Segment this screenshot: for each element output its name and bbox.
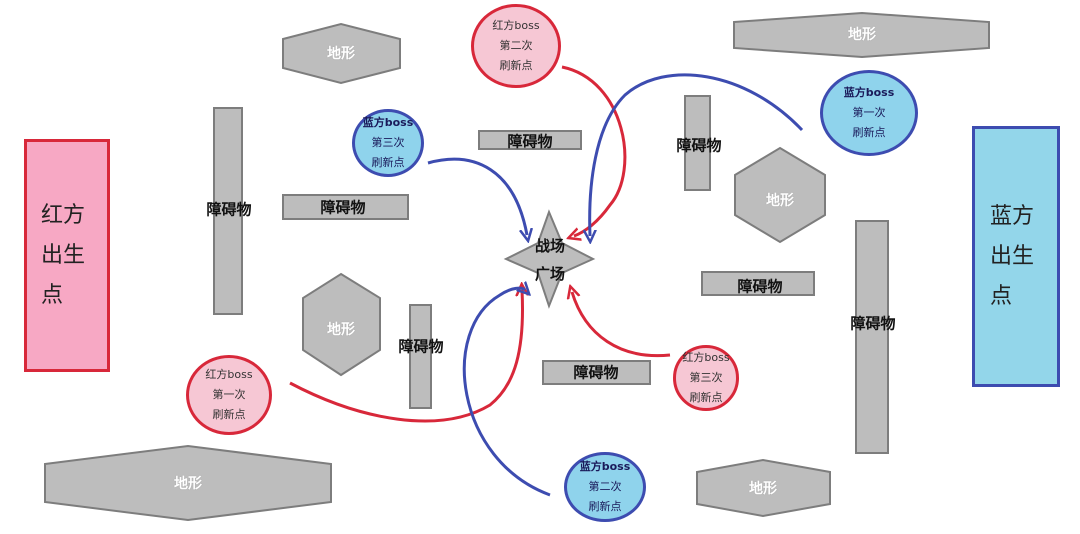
obstacle-left-vertical [213,107,243,315]
obstacle-label: 障碍物 [737,277,783,296]
boss-name: 蓝方boss [362,116,414,129]
obstacle-label: 障碍物 [850,314,896,333]
blue-spawn-line-2: 出生 [990,243,1035,269]
obstacle-right-vertical-small [684,95,711,191]
terrain-label: 地形 [848,27,876,43]
red-spawn-line-3: 点 [41,282,64,308]
boss-name: 蓝方boss [579,460,631,473]
obstacle-top-center [478,130,582,150]
plaza-star [503,209,596,309]
terrain-top-left [282,22,401,85]
boss-order: 第二次 [588,480,622,493]
terrain-label: 地形 [327,46,355,62]
boss-name: 红方boss [205,368,253,381]
obstacle-label: 障碍物 [398,337,444,356]
obstacle-bottom-center [542,360,651,385]
arrow-red-boss-3 [572,292,671,358]
boss-point: 刷新点 [499,59,533,72]
blue-spawn-zone: 蓝方 出生 点 [972,126,1060,387]
arrow-blue-boss-2 [462,288,551,497]
boss-order: 第一次 [212,388,246,401]
terrain-label: 地形 [766,193,794,209]
terrain-label: 地形 [749,481,777,497]
blue-boss-spawn-2: 蓝方boss 第二次 刷新点 [564,452,646,522]
blue-spawn-line-3: 点 [990,283,1013,309]
obstacle-center-vertical [409,304,432,409]
arrow-blue-boss-3 [427,157,527,235]
terrain-label: 地形 [174,476,202,492]
obstacle-left-horizontal [282,194,409,220]
terrain-hex-right [734,146,826,244]
boss-point: 刷新点 [371,156,405,169]
arrow-red-boss-2 [561,65,627,236]
boss-order: 第二次 [499,39,533,52]
boss-name: 蓝方boss [843,86,895,99]
boss-order: 第三次 [689,371,723,384]
boss-point: 刷新点 [212,408,246,421]
boss-name: 红方boss [682,351,730,364]
terrain-bottom-right [696,458,831,518]
plaza-label: 战场 广场 [535,232,565,288]
terrain-bottom-left [44,444,332,522]
plaza-label-line-1: 战场 [534,237,566,255]
obstacle-label: 障碍物 [573,363,619,382]
boss-point: 刷新点 [852,126,886,139]
obstacle-label: 障碍物 [676,136,722,155]
obstacle-label: 障碍物 [206,200,252,219]
plaza-label-line-2: 广场 [534,265,566,283]
boss-order: 第一次 [852,106,886,119]
blue-boss-spawn-3: 蓝方boss 第三次 刷新点 [352,109,424,177]
obstacle-right-vertical-large [855,220,889,454]
boss-point: 刷新点 [588,500,622,513]
blue-spawn-line-1: 蓝方 [990,203,1035,229]
obstacle-right-horizontal [701,271,815,296]
boss-order: 第三次 [371,136,405,149]
red-spawn-line-1: 红方 [41,202,86,228]
red-spawn-line-2: 出生 [41,242,86,268]
boss-point: 刷新点 [689,391,723,404]
obstacle-label: 障碍物 [507,132,553,151]
red-boss-spawn-3: 红方boss 第三次 刷新点 [673,345,739,411]
boss-name: 红方boss [492,19,540,32]
obstacle-label: 障碍物 [320,198,366,217]
red-boss-spawn-2: 红方boss 第二次 刷新点 [471,4,561,88]
terrain-hex-left [302,272,381,377]
terrain-top-right [733,11,990,59]
blue-boss-spawn-1: 蓝方boss 第一次 刷新点 [820,70,918,156]
terrain-label: 地形 [327,322,355,338]
red-boss-spawn-1: 红方boss 第一次 刷新点 [186,355,272,435]
arrow-red-boss-1 [289,290,523,423]
red-spawn-zone: 红方 出生 点 [24,139,110,372]
arrow-blue-boss-1 [590,73,804,236]
